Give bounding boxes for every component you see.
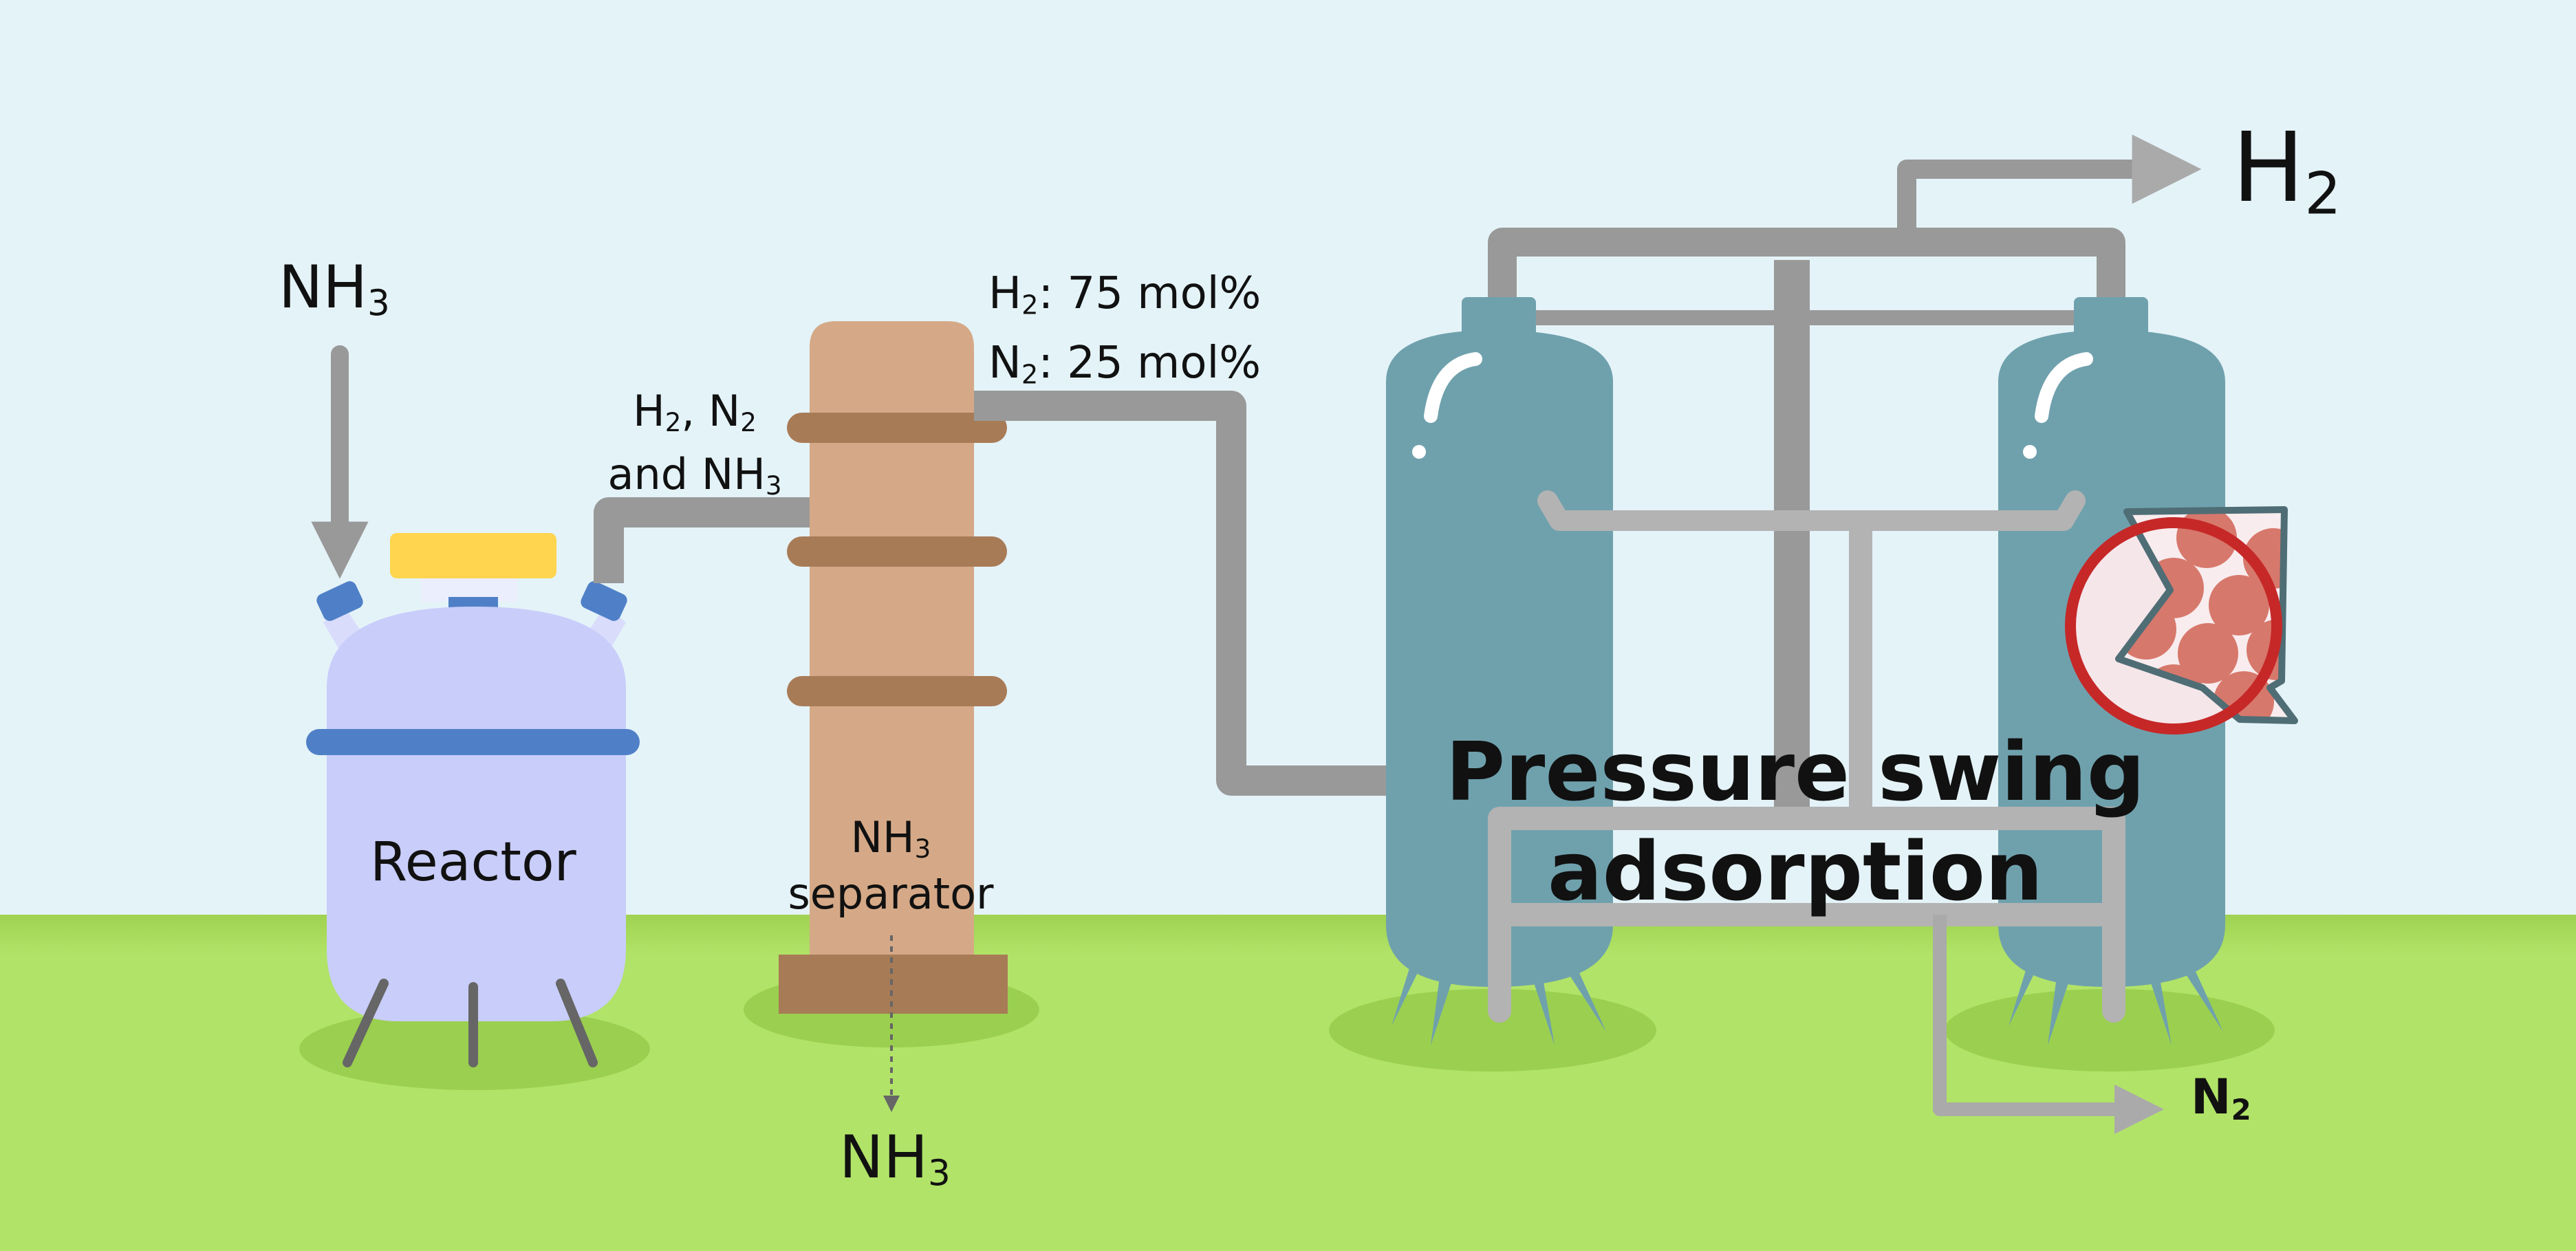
separator-outlet-composition: H2: 75 mol% N2: 25 mol%	[988, 265, 1261, 404]
magnifier-icon	[2065, 506, 2298, 735]
psa-title: Pressure swing adsorption	[1445, 724, 2145, 919]
h2-product-label: H2	[2232, 112, 2341, 228]
composition-n2: N2: 25 mol%	[988, 338, 1262, 391]
separator-outlet-pipe	[974, 391, 1396, 796]
separator-bottom-nh3-label: NH3	[839, 1123, 951, 1195]
reactor-label: Reactor	[370, 831, 576, 893]
feed-nh3-label: NH3	[279, 253, 390, 325]
n2-product-arrow-icon	[1933, 915, 2164, 1134]
composition-h2: H2: 75 mol%	[988, 268, 1262, 321]
reactor-outlet-line2: and NH3	[607, 449, 782, 501]
psa-top-header-pipe	[1488, 228, 2125, 303]
n2-product-label: N2	[2191, 1069, 2251, 1127]
h2-product-arrow-icon	[1897, 134, 2202, 228]
psa-internal-upper-pipe	[1537, 490, 2086, 531]
separator-column-icon	[779, 321, 1008, 1014]
reactor-outlet-line1: H2, N2	[633, 386, 757, 438]
reactor-outlet-pipe	[594, 497, 815, 583]
reactor-vessel-icon	[306, 533, 640, 1067]
reactor-outlet-label: H2, N2 and NH3	[581, 385, 808, 512]
psa-left-shadow	[1329, 989, 1656, 1071]
separator-label: NH3 separator	[788, 812, 994, 920]
psa-right-shadow	[1945, 989, 2275, 1071]
